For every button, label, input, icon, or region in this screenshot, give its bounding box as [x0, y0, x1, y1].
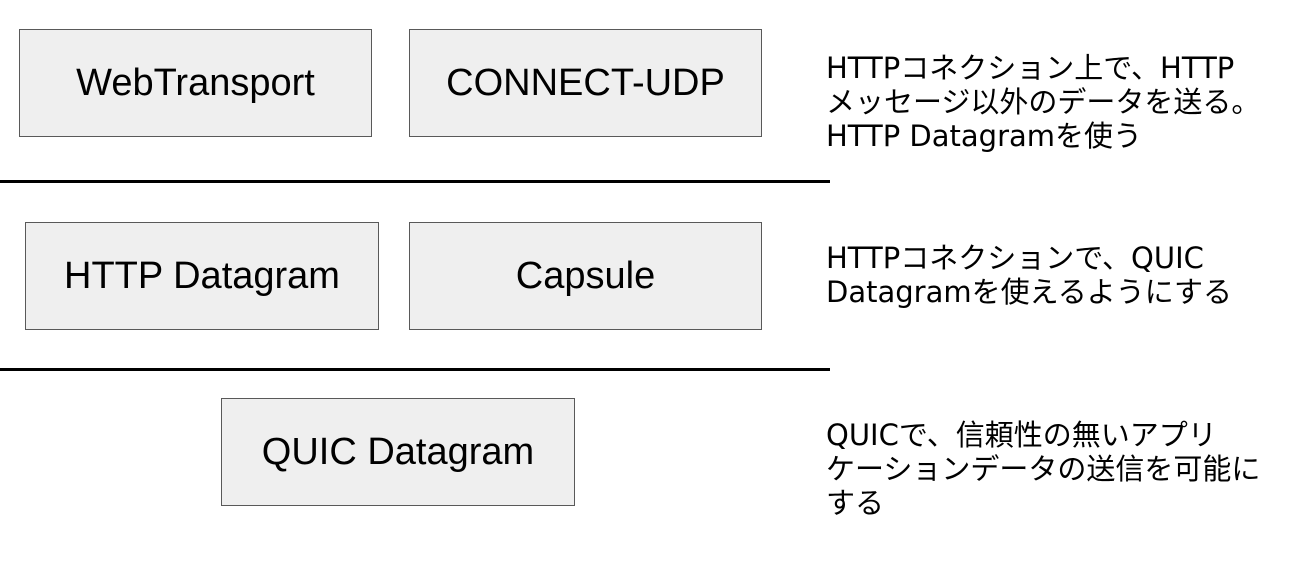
http-datagram-label: HTTP Datagram [64, 254, 340, 297]
layer-2-description-line: HTTPコネクションで、QUIC [826, 241, 1204, 275]
layer-2-description: HTTPコネクションで、QUIC Datagramを使えるようにする [826, 241, 1286, 309]
layer-1-description-line: HTTP Datagramを使う [826, 119, 1143, 153]
capsule-box: Capsule [409, 222, 762, 330]
layer-divider-top [0, 180, 830, 183]
layer-3-description: QUICで、信頼性の無いアプリ ケーションデータの送信を可能に する [826, 418, 1286, 520]
layer-1-description: HTTPコネクション上で、HTTP メッセージ以外のデータを送る。 HTTP D… [826, 51, 1286, 153]
quic-datagram-label: QUIC Datagram [261, 430, 535, 473]
layer-3-description-line: ケーションデータの送信を可能に [826, 452, 1261, 486]
layer-1-description-line: メッセージ以外のデータを送る。 [826, 85, 1261, 119]
layer-2-description-line: Datagramを使えるようにする [826, 275, 1233, 309]
http-datagram-box: HTTP Datagram [25, 222, 379, 330]
layer-1-description-line: HTTPコネクション上で、HTTP [826, 51, 1235, 85]
connect-udp-label: CONNECT-UDP [446, 61, 725, 104]
connect-udp-box: CONNECT-UDP [409, 29, 762, 137]
layer-3-description-line: QUICで、信頼性の無いアプリ [826, 418, 1217, 452]
webtransport-box: WebTransport [19, 29, 372, 137]
layer-3-description-line: する [826, 486, 885, 520]
quic-datagram-box: QUIC Datagram [221, 398, 575, 506]
webtransport-label: WebTransport [76, 61, 315, 104]
layer-divider-bottom [0, 368, 830, 371]
capsule-label: Capsule [515, 254, 656, 297]
